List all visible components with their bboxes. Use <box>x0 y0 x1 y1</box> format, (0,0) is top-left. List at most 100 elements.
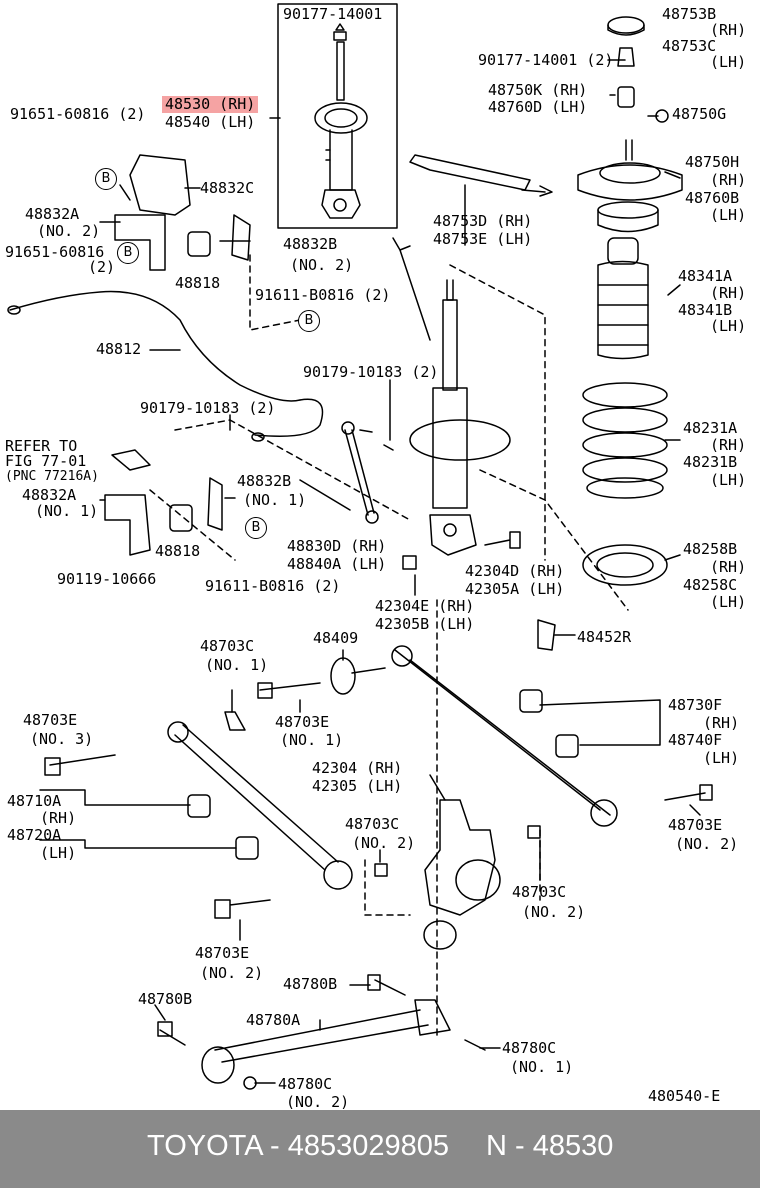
part-label-48720A: 48720A <box>7 826 62 844</box>
upper-rear-arm <box>391 645 618 827</box>
bump-boot <box>597 237 649 360</box>
main-strut <box>409 279 511 556</box>
part-label-42304E: 42304E (RH) <box>375 597 475 615</box>
part-label-48832B-1: 48832B <box>237 472 292 490</box>
part-label-48730F: 48730F <box>668 696 723 714</box>
part-label-48840A: 48840A (LH) <box>287 555 387 573</box>
part-label-lh-5: (LH) <box>710 593 747 611</box>
stabilizer-bar <box>7 290 324 442</box>
part-label-no1-d: (NO. 1) <box>280 731 344 749</box>
part-label-no2-a: (NO. 2) <box>37 222 101 240</box>
part-label-lh-2: (LH) <box>710 206 747 224</box>
part-label-42304D: 42304D (RH) <box>465 562 565 580</box>
part-label-90179-b: 90179-10183 (2) <box>140 399 276 417</box>
part-label-48818-a: 48818 <box>175 274 221 292</box>
lower-insulator <box>582 544 668 586</box>
suspension-exploded-diagram <box>7 3 713 1090</box>
ref-marker-b: B <box>298 310 320 332</box>
part-label-no2-c: (NO. 2) <box>352 834 416 852</box>
bushing-48710A <box>187 794 211 818</box>
bolt-48703E-3 <box>44 754 116 776</box>
lower-front-arm <box>167 721 353 890</box>
part-label-48750H: 48750H <box>685 153 740 171</box>
part-label-48818-b: 48818 <box>155 542 201 560</box>
part-label-48452R: 48452R <box>577 628 632 646</box>
part-label-no1-b: (NO. 1) <box>243 491 307 509</box>
part-label-48530-highlighted: 48530 (RH) <box>162 96 259 113</box>
part-label-48750G: 48750G <box>672 105 727 123</box>
part-label-48740F: 48740F <box>668 731 723 749</box>
bushing-48452R <box>537 619 556 651</box>
part-label-42305B: 42305B (LH) <box>375 615 475 633</box>
part-label-91651-a: 91651-60816 (2) <box>10 105 146 123</box>
refer-line-2: FIG 77-01 <box>5 452 87 470</box>
part-label-48341A: 48341A <box>678 267 733 285</box>
part-label-48753B: 48753B <box>662 5 717 23</box>
part-label-48780A: 48780A <box>246 1011 301 1029</box>
part-label-90119: 90119-10666 <box>57 570 157 588</box>
part-label-48780B-a: 48780B <box>283 975 338 993</box>
part-label-48750K: 48750K (RH) <box>488 81 588 99</box>
ref-marker-b: B <box>117 242 139 264</box>
part-label-90179-a: 90179-10183 (2) <box>303 363 439 381</box>
bracket-48753D <box>409 154 531 191</box>
part-label-91611-a: 91611-B0816 (2) <box>255 286 391 304</box>
part-label-lh-3: (LH) <box>710 317 747 335</box>
footer-part-number: TOYOTA - 4853029805 <box>147 1130 450 1162</box>
part-label-90177-2: 90177-14001 (2) <box>478 51 614 69</box>
part-label-48341B: 48341B <box>678 301 733 319</box>
part-label-48703E-2a: 48703E <box>668 816 723 834</box>
part-label-91611-b: 91611-B0816 (2) <box>205 577 341 595</box>
part-label-48832B-2: 48832B <box>283 235 338 253</box>
part-label-rh-1: (RH) <box>710 21 747 39</box>
part-label-no2-d: (NO. 2) <box>675 835 739 853</box>
part-label-lh-7: (LH) <box>40 844 77 862</box>
part-label-lh-6: (LH) <box>703 749 740 767</box>
part-label-48760B: 48760B <box>685 189 740 207</box>
part-label-48703C-2a: 48703C <box>345 815 400 833</box>
refer-line-3: (PNC 77216A) <box>5 469 99 484</box>
part-label-48703C-1: 48703C <box>200 637 255 655</box>
part-label-two-a: (2) <box>88 258 116 276</box>
part-label-lh-1: (LH) <box>710 53 747 71</box>
bushing-48720A <box>235 836 259 860</box>
part-label-rh-6: (RH) <box>703 714 740 732</box>
part-label-48231B: 48231B <box>683 453 738 471</box>
bolt-48703E-2b <box>664 784 713 801</box>
bolt-48703E-2a <box>214 899 271 919</box>
nut-48703C-1 <box>224 711 246 731</box>
part-label-48832C: 48832C <box>200 179 255 197</box>
part-label-48703E-2b: 48703E <box>195 944 250 962</box>
part-label-48258C: 48258C <box>683 576 738 594</box>
part-label-lh-4: (LH) <box>710 471 747 489</box>
part-label-rh-5: (RH) <box>710 558 747 576</box>
shock-inset-frame <box>277 3 398 229</box>
part-label-no1-a: (NO. 1) <box>35 502 99 520</box>
part-label-48703E-1: 48703E <box>275 713 330 731</box>
bolt-42304D <box>484 531 521 549</box>
nut-48703C-2b <box>527 825 541 839</box>
upper-mount-stack <box>577 16 683 233</box>
shock-absorber-drawing <box>314 23 368 219</box>
ref-marker-b: B <box>95 168 117 190</box>
part-label-91651-b: 91651-60816 <box>5 243 105 261</box>
nut-42304E <box>402 555 417 570</box>
bushing-48740F <box>555 734 579 758</box>
part-label-no3: (NO. 3) <box>30 730 94 748</box>
part-label-rh-4: (RH) <box>710 436 747 454</box>
part-label-42305A: 42305A (LH) <box>465 580 565 598</box>
ref-marker-b: B <box>245 517 267 539</box>
part-label-48780C-1: 48780C <box>502 1039 557 1057</box>
washer-48409 <box>330 657 356 695</box>
bolt-48703E-1 <box>257 682 321 699</box>
part-label-48710A: 48710A <box>7 792 62 810</box>
part-label-48231A: 48231A <box>683 419 738 437</box>
part-label-no2-e: (NO. 2) <box>522 903 586 921</box>
part-label-48753C: 48753C <box>662 37 717 55</box>
stabilizer-link <box>341 421 394 524</box>
part-label-90177-top: 90177-14001 <box>283 5 383 23</box>
part-label-48832A-1: 48832A <box>22 486 77 504</box>
part-label-rh-7: (RH) <box>40 809 77 827</box>
part-label-48703E-3: 48703E <box>23 711 78 729</box>
part-label-no1-e: (NO. 1) <box>510 1058 574 1076</box>
